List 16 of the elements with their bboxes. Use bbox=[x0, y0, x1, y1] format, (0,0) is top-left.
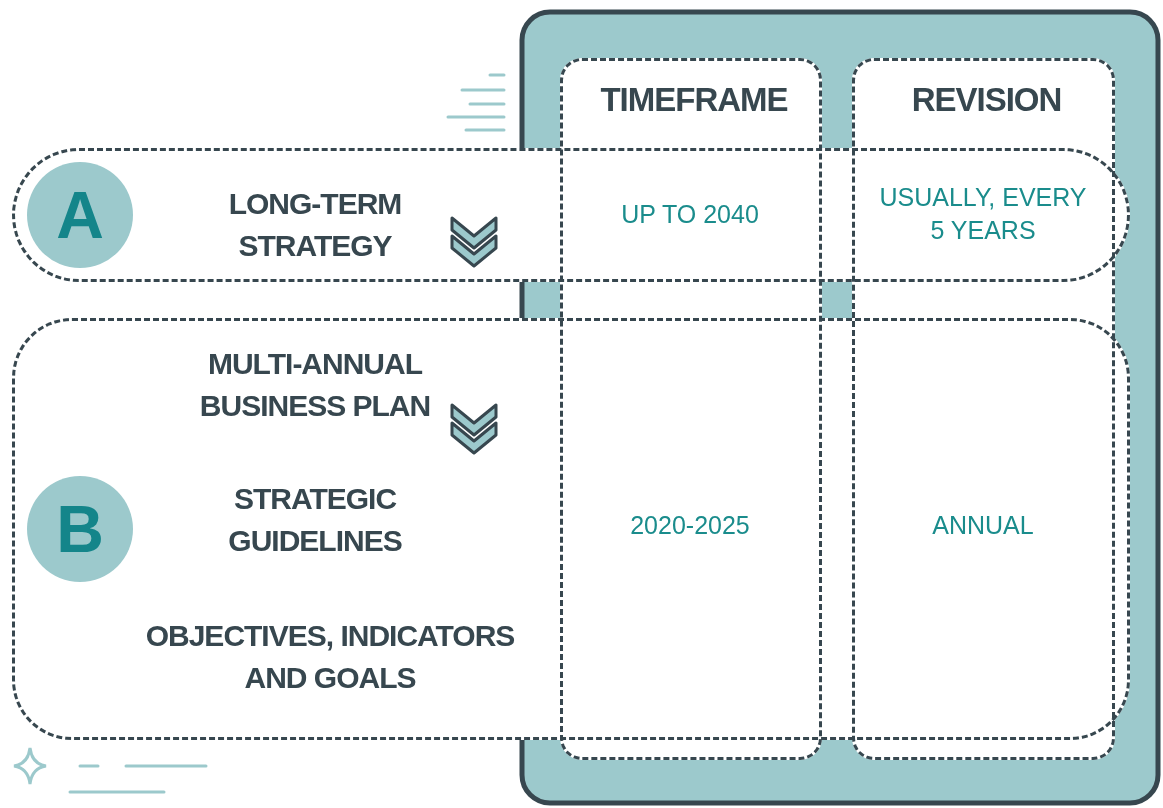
row-heading: OBJECTIVES, INDICATORS AND GOALS bbox=[144, 618, 516, 696]
cell-value: ANNUAL bbox=[931, 509, 1035, 541]
row-letter: B bbox=[56, 491, 104, 567]
row-heading: STRATEGIC GUIDELINES bbox=[227, 481, 403, 559]
cell-value: 2020-2025 bbox=[629, 509, 751, 541]
column-heading: TIMEFRAME bbox=[599, 80, 789, 120]
column-band bbox=[852, 58, 1115, 760]
column-band bbox=[560, 58, 822, 760]
cell-value: UP TO 2040 bbox=[620, 198, 760, 230]
row-band bbox=[12, 148, 1130, 282]
column-heading: REVISION bbox=[910, 80, 1063, 120]
cell-value: USUALLY, EVERY 5 YEARS bbox=[878, 181, 1088, 245]
row-letter: A bbox=[56, 177, 104, 253]
row-heading: LONG-TERM STRATEGY bbox=[227, 186, 403, 264]
row-heading: MULTI-ANNUAL BUSINESS PLAN bbox=[198, 346, 432, 424]
row-band bbox=[12, 318, 1130, 740]
